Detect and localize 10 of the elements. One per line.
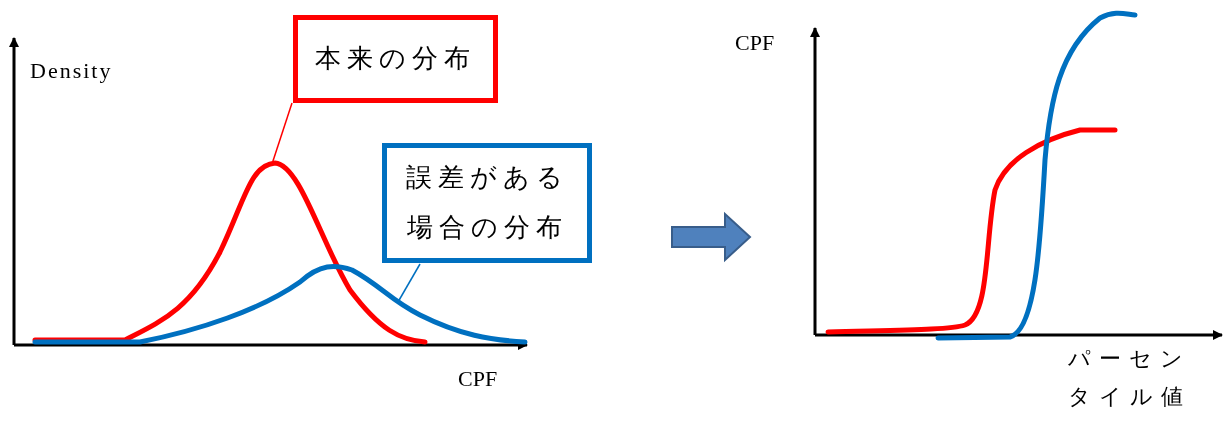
callout-text: 本来の分布 [314,43,477,75]
axis-label: CPF [735,30,775,56]
density-curve [32,263,528,345]
axis-label: CPF [458,366,498,392]
callout-box [382,143,592,263]
callout-text: 誤差がある場合の分布 [404,162,570,244]
leader-line [397,263,421,303]
axis-label: パーセンタイル値 [1068,345,1192,411]
callout-box [293,15,498,103]
axis-label: Density [30,58,113,84]
